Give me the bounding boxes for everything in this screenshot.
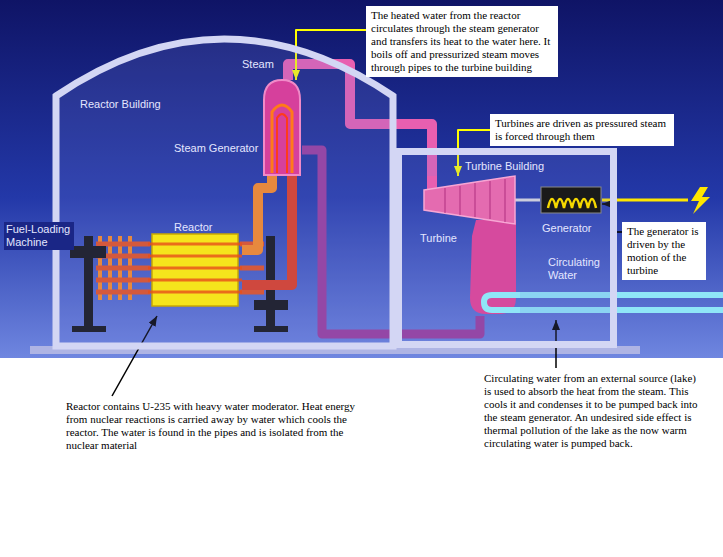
label-holder: Circulating water from an external sourc… [484, 372, 702, 450]
part-label: Generator [542, 222, 592, 235]
generator-coil [548, 199, 596, 208]
callout-text: The heated water from the reactor circul… [371, 9, 553, 74]
steam-generator: Steam Generator [172, 80, 302, 175]
generator-housing [541, 187, 601, 213]
turbine-blade [460, 186, 461, 215]
heat-tube [277, 114, 287, 173]
reactor-core: Reactor [148, 216, 242, 310]
part-label: Steam [242, 58, 274, 71]
reactor-pipe [148, 279, 242, 282]
turbine-building: Turbine BuildingTurbine Generator [395, 148, 617, 348]
part-label: Circulating Water [548, 256, 612, 282]
part-label: Turbine [420, 232, 457, 245]
generator-vessel [264, 80, 300, 175]
lightning-bolt [691, 187, 710, 214]
note-text: Reactor contains U-235 with heavy water … [66, 400, 372, 452]
building-outline [56, 39, 393, 346]
heat-tube [272, 105, 292, 173]
turbine-blade [445, 188, 446, 213]
steam-generator-shape [172, 80, 302, 175]
turbine-blade [490, 181, 491, 219]
cooling-loop [484, 295, 520, 310]
turbine-cone [424, 176, 515, 224]
label-holder: Reactor contains U-235 with heavy water … [66, 400, 372, 452]
reactor-pipe [148, 291, 242, 294]
reactor-pipe [148, 267, 242, 270]
reactor-building: Reactor BuildingSteam GeneratorReactor [52, 24, 397, 348]
callout-text: Turbines are driven as pressured steam i… [495, 117, 669, 143]
generator: Generator [540, 186, 602, 234]
label-holder: Steam [242, 58, 274, 71]
callout-box: The generator is driven by the motion of… [622, 222, 706, 280]
blue-backdrop [0, 0, 723, 358]
callout-box: Turbines are driven as pressured steam i… [490, 114, 674, 146]
turbine: Turbine [420, 176, 520, 316]
turbine-blade [475, 183, 476, 217]
part-label: Reactor Building [80, 98, 161, 111]
part-label: Turbine Building [465, 160, 544, 173]
turbine-exhaust [470, 220, 516, 314]
callout-box: The heated water from the reactor circul… [366, 6, 558, 77]
turbine-shape [420, 176, 520, 316]
callout-text: The generator is driven by the motion of… [627, 225, 701, 277]
reactor-pipe [148, 255, 242, 258]
part-label: Fuel-Loading Machine [4, 222, 74, 250]
part-label: Steam Generator [174, 142, 258, 155]
label-holder: Fuel-Loading Machine [4, 222, 74, 250]
part-label: Reactor [174, 221, 213, 234]
building-outline [399, 152, 614, 345]
note-text: Circulating water from an external sourc… [484, 372, 702, 450]
turbine-blade [505, 179, 506, 222]
reactor-pipe [148, 243, 242, 246]
label-holder: Circulating Water [548, 256, 612, 282]
